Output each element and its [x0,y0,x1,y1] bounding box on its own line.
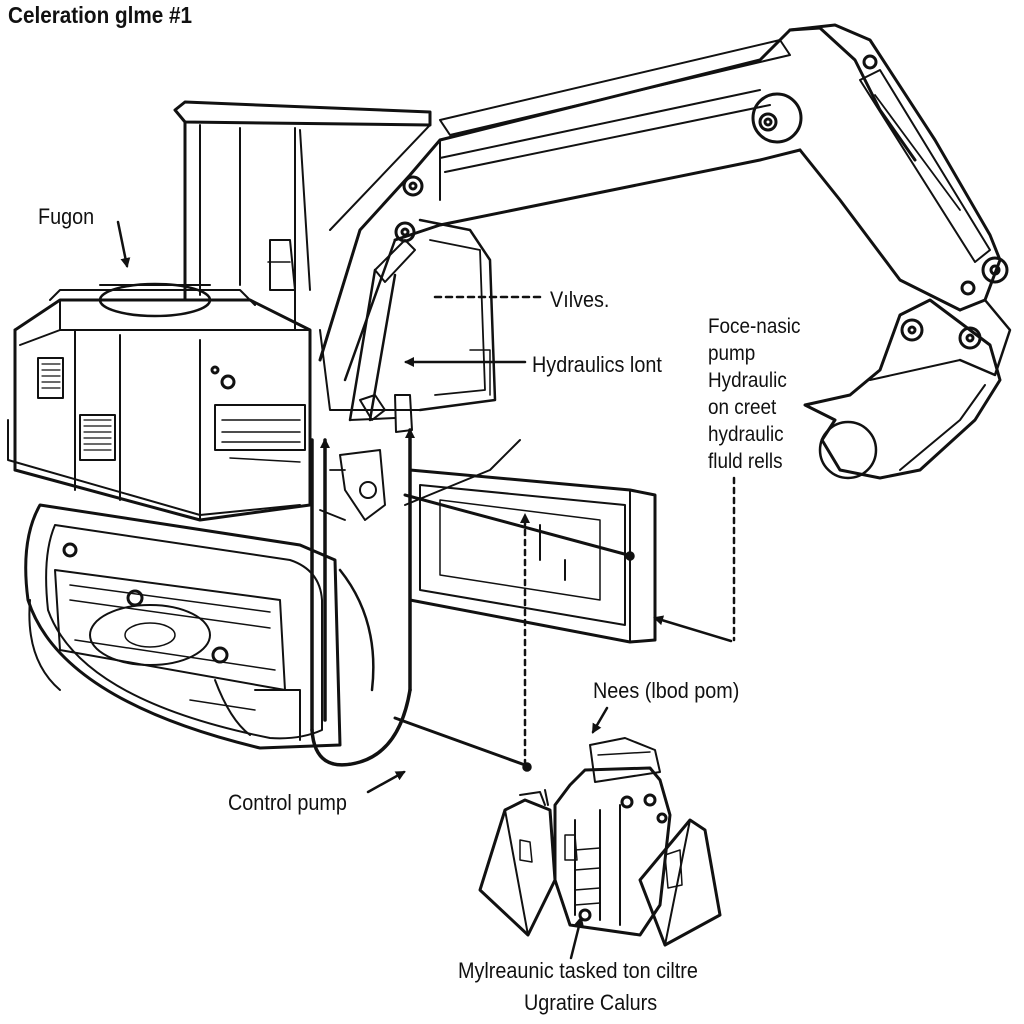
boom-cylinders [319,239,416,521]
label-fugon: Fugon [38,204,95,229]
label-valves: Vılves. [550,287,610,312]
hydraulic-lines [310,428,635,772]
label-hydraulics-lont: Hydraulics lont [532,352,662,377]
side-note-line-2: pump [708,342,756,365]
dozer-blade [404,439,657,644]
engine-housing [7,282,312,522]
side-note-line-4: on creet [708,396,777,419]
caption-line-2: Ugratire Calurs [524,990,658,1015]
label-leaders [116,220,736,960]
side-note-line-6: fluld rells [708,450,783,473]
label-control-pump: Control pump [228,790,347,815]
pump-unit [478,737,722,947]
page-title: Celeration glme #1 [8,2,193,28]
track-assembly [24,503,342,750]
label-nees: Nees (lbod pom) [593,678,740,703]
side-note-line-1: Foce-nasic [708,315,801,338]
excavator-boom [318,23,1012,480]
caption-line-1: Mylreaunic tasked ton ciltre [458,958,698,983]
side-note-line-3: Hydraulic [708,369,787,392]
side-note-line-5: hydraulic [708,423,784,446]
operator-cab [173,100,497,412]
